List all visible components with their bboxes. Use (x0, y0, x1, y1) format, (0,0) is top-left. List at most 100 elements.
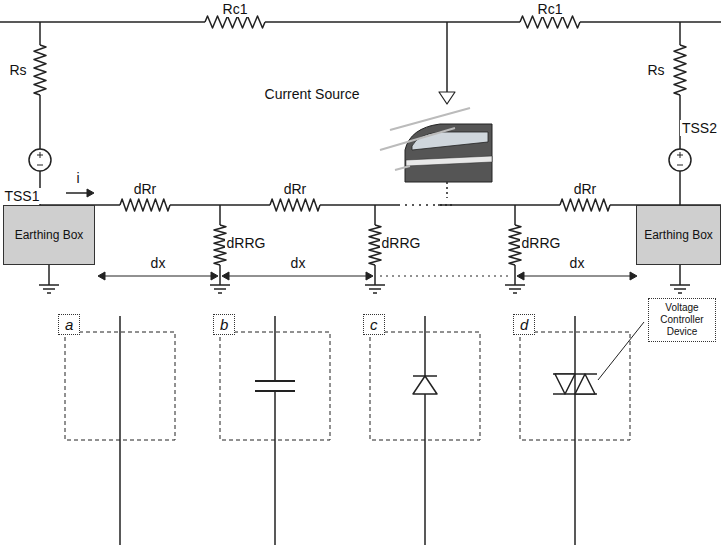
voltage-source-symbol (29, 149, 51, 171)
arrow-head (98, 272, 105, 280)
option-tag: d (513, 314, 535, 335)
capacitor-symbol (255, 380, 295, 382)
earthing-box: Earthing Box (3, 205, 95, 265)
wire (219, 205, 221, 225)
node-text: c (370, 316, 378, 333)
wire (574, 316, 576, 545)
polarity-mark (40, 152, 41, 158)
node-text: Earthing Box (644, 228, 713, 242)
wire (374, 205, 376, 225)
callout-box: Voltage Controller Device (648, 298, 716, 342)
resistor-symbol (34, 45, 46, 95)
ground-symbol (43, 288, 55, 290)
dimension-label: dx (149, 255, 168, 271)
arrow-head (211, 272, 218, 280)
dimension-line (519, 276, 635, 277)
ground-symbol (513, 292, 517, 294)
resistor-symbol (205, 16, 265, 28)
ground-symbol (505, 284, 525, 286)
polarity-mark (37, 165, 43, 166)
wire (265, 21, 520, 23)
wire (274, 316, 276, 381)
component-label: Rs (645, 62, 666, 78)
arrow-head (87, 189, 94, 197)
component-label: dRr (132, 181, 159, 197)
train-body (405, 124, 492, 182)
dimension-line (100, 276, 216, 277)
dimension-label: dx (289, 255, 308, 271)
ground-symbol (509, 288, 521, 290)
signal-label: TSS2 (680, 120, 719, 136)
ground-symbol (47, 292, 51, 294)
wire (219, 265, 221, 285)
node-text: d (520, 316, 528, 333)
component-label: Rc1 (221, 1, 250, 17)
voltage-source-symbol (669, 149, 691, 171)
signal-label: TSS1 (2, 188, 41, 204)
ground-symbol (39, 284, 59, 286)
node-text: Earthing Box (15, 228, 84, 242)
wire (39, 22, 41, 45)
wire (39, 95, 41, 149)
wire (514, 265, 516, 285)
component-label: dRr (572, 181, 599, 197)
leader-line (598, 322, 644, 380)
wire (274, 391, 276, 545)
component-label: dRRG (380, 235, 423, 251)
dimension-line (224, 276, 371, 277)
wire (48, 265, 50, 285)
wire (320, 204, 398, 206)
train-contact (440, 204, 455, 206)
current-source-symbol (439, 92, 455, 104)
node-text: b (220, 316, 228, 333)
ground-symbol (365, 284, 385, 286)
signal-label: Current Source (263, 86, 362, 102)
resistor-symbol (674, 45, 686, 95)
capacitor-symbol (255, 390, 295, 392)
node-text: a (65, 316, 73, 333)
thyristor-symbol (575, 374, 595, 394)
arrow-head (517, 272, 524, 280)
signal-label: i (74, 170, 81, 186)
dimension-label: dx (568, 255, 587, 271)
polarity-mark (677, 165, 683, 166)
node-text: Voltage Controller Device (653, 302, 711, 338)
wire (438, 204, 560, 206)
ground-symbol (674, 288, 686, 290)
wire (679, 265, 681, 285)
wire (374, 265, 376, 285)
option-tag: c (363, 314, 385, 335)
current-source-wire (446, 22, 448, 92)
resistor-symbol (270, 199, 320, 211)
ground-symbol (373, 292, 377, 294)
dimension-line (380, 276, 512, 277)
ground-symbol (210, 284, 230, 286)
ground-symbol (678, 292, 682, 294)
wire (514, 205, 516, 225)
component-label: dRRG (520, 235, 563, 251)
component-label: Rs (7, 62, 28, 78)
ground-symbol (218, 292, 222, 294)
resistor-symbol (560, 199, 610, 211)
train-stripe (406, 156, 492, 166)
arrow-head (630, 272, 637, 280)
resistor-symbol (520, 16, 580, 28)
ground-symbol (214, 288, 226, 290)
wire (424, 316, 426, 545)
component-label: dRr (282, 181, 309, 197)
polarity-mark (680, 152, 681, 158)
diode-symbol (413, 376, 437, 394)
wire (580, 21, 721, 23)
option-tag: b (213, 314, 235, 335)
component-label: Rc1 (536, 1, 565, 17)
wire (0, 21, 205, 23)
arrow-head (222, 272, 229, 280)
ground-symbol (369, 288, 381, 290)
resistor-symbol (120, 199, 170, 211)
ground-symbol (670, 284, 690, 286)
option-tag: a (58, 314, 80, 335)
wire (679, 171, 681, 205)
earthing-box: Earthing Box (636, 205, 721, 265)
